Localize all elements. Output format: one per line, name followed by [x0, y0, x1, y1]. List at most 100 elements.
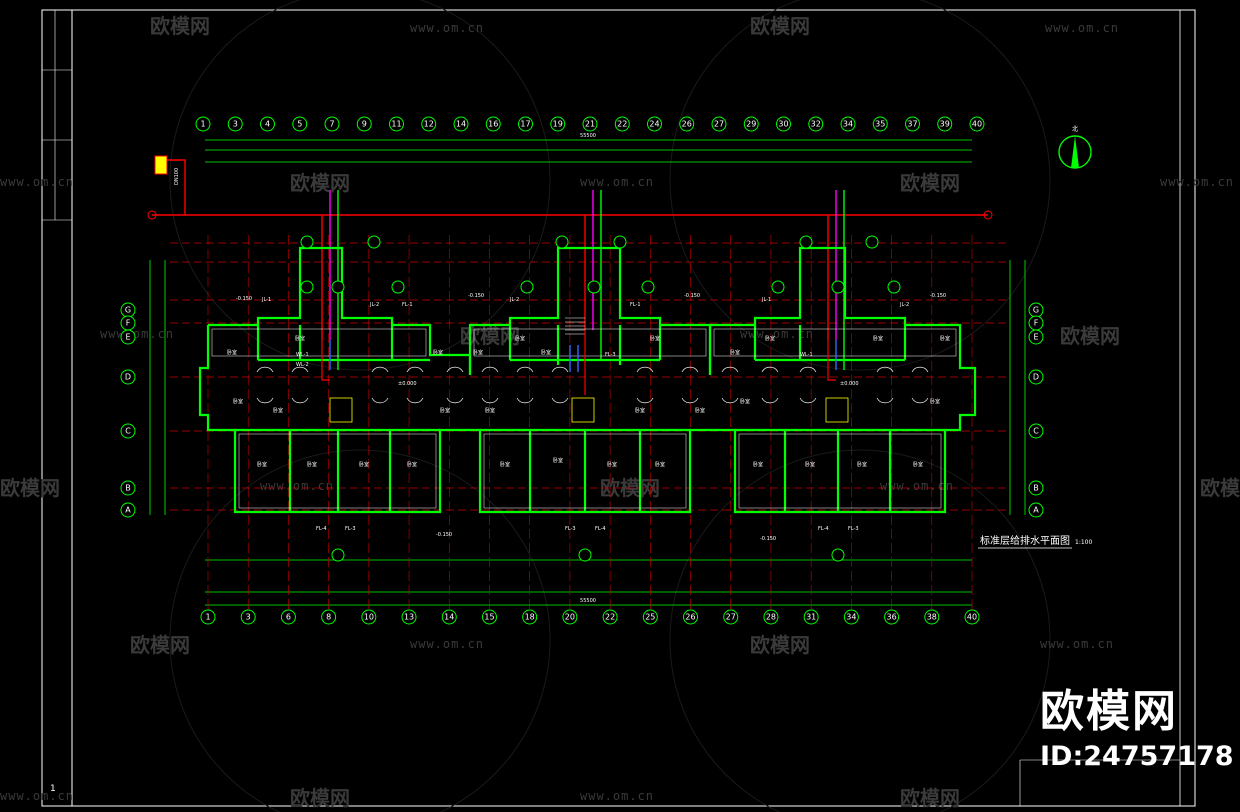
- axis-bubble-left: E: [120, 329, 136, 345]
- svg-text:C: C: [1033, 427, 1039, 436]
- watermark-url: www.om.cn: [880, 479, 954, 493]
- axis-bubble-top: 40: [969, 116, 985, 132]
- svg-text:10: 10: [364, 613, 374, 622]
- svg-text:15: 15: [484, 613, 494, 622]
- svg-text:16: 16: [488, 120, 498, 129]
- svg-text:5: 5: [297, 120, 302, 129]
- room-label: 卧室: [607, 461, 617, 468]
- svg-text:B: B: [1033, 484, 1039, 493]
- top-dimension-chain: [205, 139, 972, 163]
- svg-text:3: 3: [246, 613, 251, 622]
- axis-bubble-left: C: [120, 423, 136, 439]
- pipe-label: JL-2: [369, 302, 379, 308]
- svg-text:17: 17: [520, 120, 530, 129]
- pipe-label: JL-1: [761, 297, 771, 303]
- inner-wall-lines: [211, 328, 957, 509]
- svg-text:37: 37: [907, 120, 917, 129]
- site-logo: 欧模网 ID:24757178: [1040, 686, 1234, 774]
- axis-bubble-top: 16: [485, 116, 501, 132]
- axis-bubble-top: 1: [195, 116, 211, 132]
- pipe-end-marker: [983, 210, 993, 220]
- drawing-title: 标准层给排水平面图: [980, 534, 1070, 547]
- svg-text:B: B: [125, 484, 131, 493]
- svg-text:27: 27: [726, 613, 736, 622]
- door-swings: [256, 366, 929, 404]
- svg-text:A: A: [1033, 506, 1039, 515]
- supply-riser-pipe: [162, 159, 186, 215]
- room-label: 卧室: [295, 335, 305, 342]
- axis-bubble-top: 32: [808, 116, 824, 132]
- elevation-label: -0.150: [236, 296, 252, 302]
- riser-pipes: [321, 190, 845, 370]
- svg-text:8: 8: [326, 613, 331, 622]
- svg-text:4: 4: [265, 120, 270, 129]
- svg-text:14: 14: [456, 120, 466, 129]
- axis-bubble-top: 37: [905, 116, 920, 132]
- elevation-label: -0.150: [436, 532, 452, 538]
- axis-bubble-bottom: 6: [280, 609, 296, 625]
- room-label: 卧室: [857, 461, 867, 468]
- axis-bubble-bottom: 28: [763, 609, 779, 625]
- svg-text:22: 22: [617, 120, 627, 129]
- watermark-brand: 欧模网: [0, 476, 60, 500]
- room-label: 卧室: [913, 461, 923, 468]
- svg-text:14: 14: [444, 613, 454, 622]
- svg-text:7: 7: [329, 120, 334, 129]
- side-dimension-chains: [149, 260, 1026, 515]
- watermark-brand: 欧模网: [290, 171, 350, 195]
- axis-bubble-top: 7: [324, 116, 340, 132]
- water-meter: [154, 155, 168, 175]
- axis-bubble-bottom: 8: [321, 609, 337, 625]
- watermark-brand: 欧模网: [750, 633, 810, 657]
- axis-bubble-top: 17: [518, 116, 533, 132]
- axis-bubble-top: 4: [260, 116, 275, 132]
- svg-text:D: D: [125, 373, 131, 382]
- watermark-url: www.om.cn: [260, 479, 334, 493]
- svg-text:24: 24: [649, 120, 659, 129]
- axis-bubble-bottom: 10: [361, 609, 377, 625]
- svg-text:21: 21: [585, 120, 595, 129]
- axis-bubble-left: D: [120, 369, 136, 385]
- pipe-label: FL-1: [630, 302, 641, 308]
- pipe-label: FL-3: [565, 526, 576, 532]
- drawing-scale: 1:100: [1075, 539, 1092, 546]
- axis-bubble-bottom: 25: [642, 609, 658, 625]
- pipe-label: FL-4: [316, 526, 327, 532]
- axis-bubble-top: 5: [292, 116, 308, 132]
- room-label: 卧室: [227, 349, 237, 356]
- axis-bubble-bottom: 26: [683, 609, 699, 625]
- svg-text:38: 38: [927, 613, 937, 622]
- svg-text:29: 29: [746, 120, 756, 129]
- axis-bubble-right: C: [1028, 423, 1044, 439]
- room-label: 卧室: [650, 335, 660, 342]
- watermark-url: www.om.cn: [1045, 21, 1119, 35]
- svg-text:12: 12: [424, 120, 434, 129]
- elevation-label: -0.150: [760, 536, 776, 542]
- north-arrow: 北: [1058, 125, 1092, 169]
- svg-text:34: 34: [843, 120, 853, 129]
- pipe-end-marker: [147, 210, 157, 220]
- svg-text:3: 3: [233, 120, 238, 129]
- svg-text:36: 36: [886, 613, 896, 622]
- axis-bubble-top: 26: [679, 116, 695, 132]
- watermark-brand: 欧模网: [290, 786, 350, 810]
- svg-text:32: 32: [811, 120, 821, 129]
- svg-text:26: 26: [685, 613, 695, 622]
- room-label: 卧室: [273, 407, 283, 414]
- pipe-label: FL-3: [345, 526, 356, 532]
- axis-bubble-bottom: 15: [481, 609, 497, 625]
- svg-text:27: 27: [714, 120, 724, 129]
- pipe-labels: JL-1 JL-2 FL-1 JL-2 FL-1 JL-1 JL-2 WL-1 …: [236, 293, 946, 542]
- pipe-label: WL-1: [296, 352, 309, 358]
- watermark-url: www.om.cn: [580, 175, 654, 189]
- room-label: 卧室: [541, 349, 551, 356]
- pipe-label: FL-3: [605, 352, 616, 358]
- axis-bubble-top: 11: [389, 116, 404, 132]
- elevation-label: ±0.000: [398, 381, 417, 387]
- watermark-brand: 欧模网: [1200, 476, 1240, 500]
- watermark-brand: 欧模网: [130, 633, 190, 657]
- room-label: 卧室: [515, 335, 525, 342]
